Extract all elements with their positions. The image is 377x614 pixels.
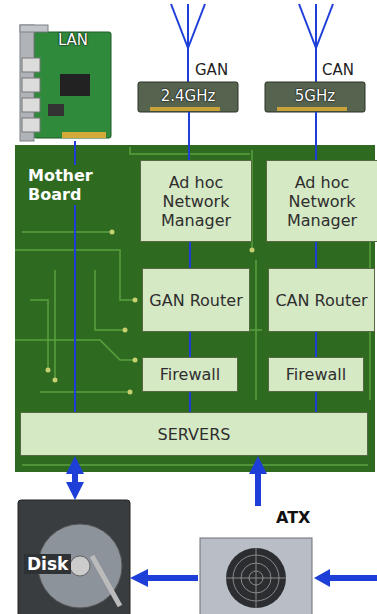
process-box: Ad hoc Network Manager bbox=[266, 160, 377, 242]
process-box: SERVERS bbox=[20, 412, 368, 456]
band-label: CAN bbox=[322, 61, 354, 79]
antenna-mast bbox=[187, 4, 189, 82]
signal-line bbox=[189, 332, 191, 357]
process-box: GAN Router bbox=[142, 268, 250, 332]
antenna-mast bbox=[315, 4, 317, 82]
process-box: Firewall bbox=[142, 357, 238, 392]
part-label: ATX bbox=[276, 508, 310, 527]
disk-arm bbox=[92, 556, 120, 606]
card-board bbox=[34, 32, 111, 138]
gold-fingers bbox=[277, 107, 347, 111]
power-supply: ATX bbox=[198, 506, 335, 614]
signal-line bbox=[188, 112, 190, 160]
card-bracket bbox=[20, 25, 48, 32]
gold-fingers bbox=[150, 107, 220, 111]
pcb-trace bbox=[95, 270, 125, 330]
lan-port bbox=[22, 98, 40, 112]
pcb-pad bbox=[53, 378, 58, 383]
band-label: GAN bbox=[195, 61, 228, 79]
pcb-trace bbox=[40, 391, 130, 393]
pcb-pad bbox=[123, 328, 128, 333]
antenna-arm bbox=[171, 4, 188, 48]
signal-line bbox=[189, 242, 191, 268]
arrow-head bbox=[314, 569, 330, 587]
pcb-pad bbox=[110, 230, 115, 235]
card-board bbox=[265, 82, 365, 112]
flow-arrow bbox=[139, 575, 198, 581]
lan-card: LAN bbox=[20, 25, 112, 141]
lan-port bbox=[22, 118, 40, 132]
disk-spindle bbox=[70, 556, 90, 576]
psu-case bbox=[200, 538, 312, 614]
part-label: 2.4GHz bbox=[138, 87, 238, 105]
box-label: SERVERS bbox=[158, 425, 231, 444]
wifi-card: 5GHz bbox=[265, 82, 365, 112]
antenna-arm bbox=[299, 4, 316, 48]
lan-port bbox=[22, 58, 40, 72]
box-label: Firewall bbox=[286, 365, 346, 384]
part-label: Mother Board bbox=[25, 165, 131, 205]
part-label: 5GHz bbox=[265, 87, 365, 105]
fan-grill bbox=[256, 548, 257, 608]
lan-port bbox=[22, 78, 40, 92]
box-label: Ad hoc Network Manager bbox=[141, 173, 251, 230]
pcb-pad bbox=[250, 248, 255, 253]
mains-arrow bbox=[314, 569, 377, 587]
part-label: LAN bbox=[34, 31, 112, 49]
antenna-arm bbox=[188, 4, 205, 48]
flow-arrow bbox=[72, 465, 78, 491]
chip bbox=[48, 104, 64, 116]
wifi-card-picture bbox=[138, 82, 365, 112]
pcb-trace bbox=[22, 231, 112, 233]
lan-card-picture bbox=[20, 25, 111, 141]
pcb-trace bbox=[30, 300, 48, 370]
signal-line bbox=[315, 392, 317, 412]
part-label: Disk bbox=[24, 554, 71, 574]
signal-line bbox=[315, 332, 317, 357]
disk: Disk bbox=[18, 500, 130, 614]
card-board bbox=[138, 82, 238, 112]
antenna bbox=[171, 4, 333, 82]
motherboard: Ad hoc Network Manager Ad hoc Network Man… bbox=[15, 145, 375, 472]
disk-case bbox=[18, 500, 130, 614]
gold-fingers bbox=[62, 132, 106, 138]
process-box: Ad hoc Network Manager bbox=[140, 160, 252, 242]
signal-line bbox=[189, 392, 191, 412]
box-label: Firewall bbox=[160, 365, 220, 384]
box-label: Ad hoc Network Manager bbox=[267, 173, 377, 230]
pcb-pad bbox=[46, 368, 51, 373]
arrow-shaft bbox=[328, 575, 377, 581]
process-box: CAN Router bbox=[268, 268, 375, 332]
pcb-trace bbox=[54, 270, 56, 380]
pcb-pad bbox=[128, 390, 133, 395]
disk-picture bbox=[18, 500, 130, 614]
psu-fan bbox=[226, 548, 286, 608]
antenna-arm bbox=[316, 4, 333, 48]
pcb-pads bbox=[46, 230, 255, 395]
chip bbox=[60, 74, 90, 96]
signal-line bbox=[315, 242, 317, 268]
box-label: CAN Router bbox=[275, 291, 367, 310]
pcb-pad bbox=[133, 358, 138, 363]
psu-picture bbox=[200, 538, 312, 614]
flow-arrow bbox=[255, 465, 261, 506]
wifi-card: 2.4GHz bbox=[138, 82, 238, 112]
process-box: Firewall bbox=[268, 357, 364, 392]
pcb-pad bbox=[133, 298, 138, 303]
box-label: GAN Router bbox=[149, 291, 242, 310]
signal-line bbox=[315, 112, 317, 160]
